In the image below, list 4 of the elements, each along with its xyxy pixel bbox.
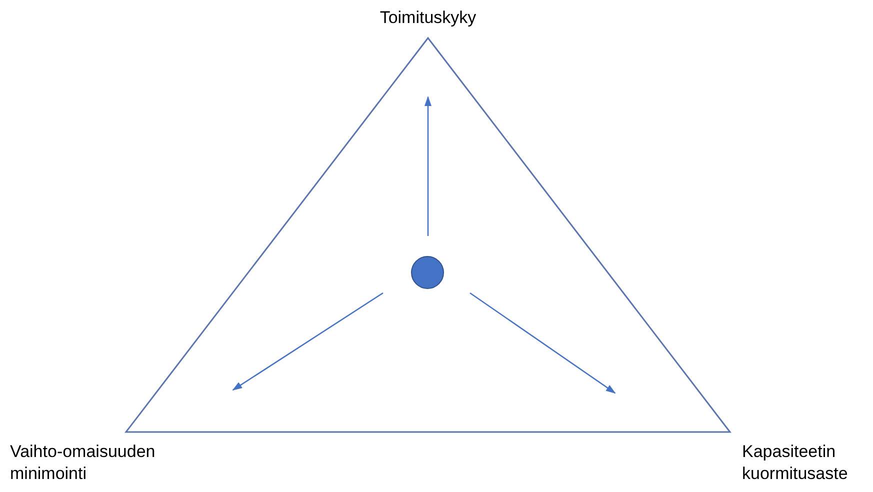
vertex-label: Toimituskyky	[378, 7, 478, 29]
circle-node	[411, 256, 444, 289]
vertex-label: Kapasiteetin kuormitusaste	[742, 441, 849, 485]
vertex-label: Vaihto-omaisuuden minimointi	[10, 441, 156, 485]
